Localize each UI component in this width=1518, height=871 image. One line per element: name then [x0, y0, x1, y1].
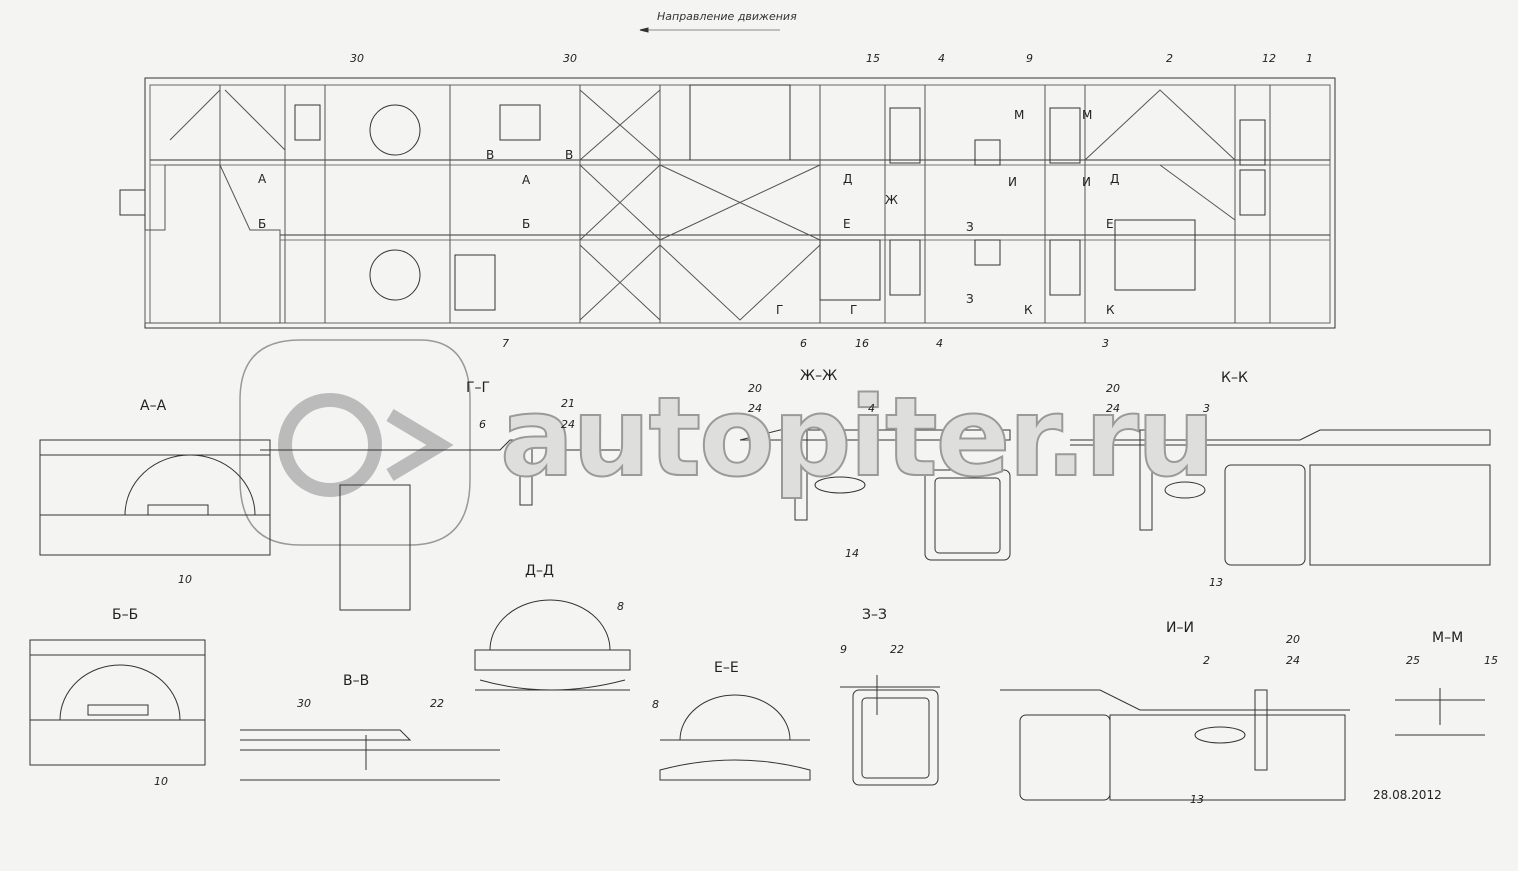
section-mark: В	[565, 148, 574, 162]
callout: 8	[652, 698, 659, 711]
section-mark: И	[1082, 175, 1091, 189]
callout: 10	[154, 775, 168, 788]
section-aa-drawing	[39, 439, 271, 556]
callout: 4	[938, 52, 945, 65]
frame-plan	[119, 77, 1336, 329]
section-mark: Д	[1110, 172, 1120, 186]
callout: 20	[1106, 382, 1120, 395]
section-title: Ж–Ж	[800, 368, 838, 384]
callout: 2	[1203, 654, 1210, 667]
section-mark: К	[1106, 303, 1115, 317]
callout: 9	[1026, 52, 1033, 65]
section-dd-drawing	[474, 599, 631, 691]
section-title: В–В	[343, 673, 370, 689]
callout: 15	[866, 52, 880, 65]
section-mark: З	[966, 292, 974, 306]
section-bb-drawing	[29, 639, 206, 766]
callout: 20	[1286, 633, 1300, 646]
section-mark: Г	[850, 303, 858, 317]
callout: 6	[479, 418, 486, 431]
section-mark: И	[1008, 175, 1017, 189]
callout: 30	[350, 52, 364, 65]
callout: 24	[561, 418, 575, 431]
section-title: К–К	[1221, 370, 1248, 386]
direction-label: Направление движения	[657, 10, 797, 23]
section-title: Е–Е	[714, 660, 739, 676]
section-zz-drawing	[840, 675, 940, 786]
callout: 9	[840, 643, 847, 656]
watermark-text: autopiter.ru	[499, 372, 1216, 502]
callout: 2	[1166, 52, 1173, 65]
section-vv-drawing	[240, 729, 500, 781]
section-mark: Е	[843, 217, 851, 231]
section-mark: Е	[1106, 217, 1114, 231]
section-title: М–М	[1432, 630, 1464, 646]
callout: 24	[1106, 402, 1120, 415]
drawing-date: 28.08.2012	[1373, 788, 1442, 802]
callout: 7	[502, 337, 509, 350]
callout: 6	[800, 337, 807, 350]
callout: 15	[1484, 654, 1498, 667]
section-mark: Б	[522, 217, 531, 231]
section-mark: Д	[843, 172, 853, 186]
callout: 4	[868, 402, 875, 415]
callout: 4	[936, 337, 943, 350]
callout: 22	[430, 697, 444, 710]
callout: 30	[297, 697, 311, 710]
callout: 25	[1406, 654, 1420, 667]
section-mark: Б	[258, 217, 267, 231]
section-title: А–А	[140, 398, 167, 414]
callout: 3	[1102, 337, 1109, 350]
section-mark: В	[486, 148, 495, 162]
section-ii-drawing	[1000, 689, 1350, 801]
section-mark: А	[522, 173, 531, 187]
section-kk-drawing	[1070, 429, 1491, 566]
section-zhzh-drawing	[739, 429, 1011, 561]
section-title: З–З	[862, 607, 887, 623]
callout: 24	[1286, 654, 1300, 667]
callout: 13	[1209, 576, 1223, 589]
watermark-logo	[239, 339, 471, 546]
section-mark: К	[1024, 303, 1033, 317]
section-title: И–И	[1166, 620, 1194, 636]
callout: 30	[563, 52, 577, 65]
section-title: Б–Б	[112, 607, 139, 623]
callout: 14	[845, 547, 859, 560]
section-mark: З	[966, 220, 974, 234]
section-title: Г–Г	[466, 380, 491, 396]
callout: 3	[1203, 402, 1210, 415]
callout: 8	[617, 600, 624, 613]
callout: 20	[748, 382, 762, 395]
section-mark: Г	[776, 303, 784, 317]
callout: 13	[1190, 793, 1204, 806]
section-ee-drawing	[659, 694, 811, 781]
callout: 22	[890, 643, 904, 656]
section-mark: М	[1014, 108, 1025, 122]
callout: 1	[1306, 52, 1313, 65]
section-mark: Ж	[885, 193, 898, 207]
callout: 24	[748, 402, 762, 415]
callout: 16	[855, 337, 869, 350]
callout: 12	[1262, 52, 1276, 65]
section-mm-drawing	[1395, 688, 1485, 736]
section-mark: М	[1082, 108, 1093, 122]
callout: 10	[178, 573, 192, 586]
section-mark: А	[258, 172, 267, 186]
section-title: Д–Д	[525, 563, 554, 579]
section-gg-drawing	[260, 439, 620, 611]
callout: 21	[561, 397, 575, 410]
